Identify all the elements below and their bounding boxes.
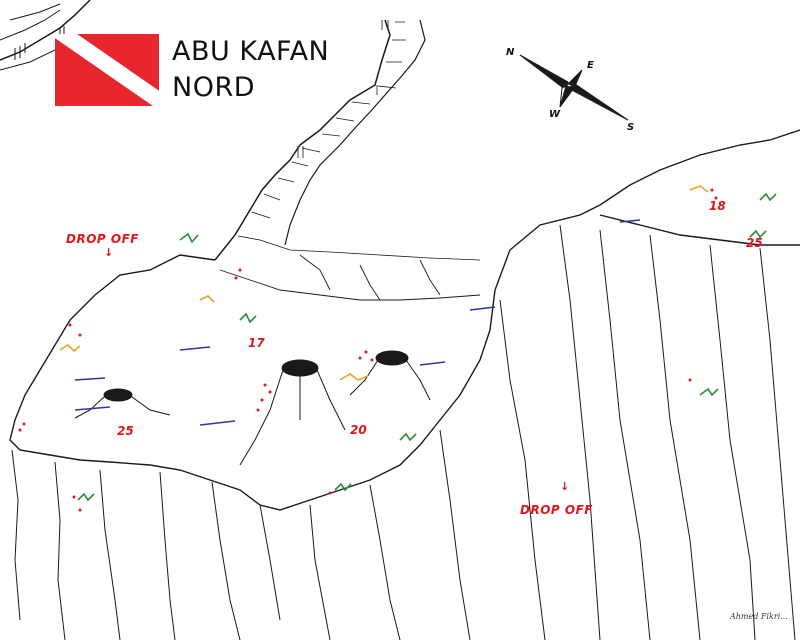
compass-south-label: S xyxy=(627,122,635,133)
marine-life-dots xyxy=(18,188,718,512)
depth-label-25-right: 25 xyxy=(746,236,763,250)
compass-rose-icon xyxy=(519,54,629,121)
reef-ridge-top-left xyxy=(0,0,91,71)
depth-label-18: 18 xyxy=(709,199,726,213)
drop-off-label-left: DROP OFF xyxy=(66,232,139,246)
site-title-line2: NORD xyxy=(172,72,255,103)
compass-east-label: E xyxy=(587,60,594,71)
plateau-left xyxy=(9,129,800,511)
dive-flag-stripe xyxy=(55,34,159,106)
drop-off-arrow-right-icon: ↓ xyxy=(560,480,570,493)
depth-label-17: 17 xyxy=(248,336,265,350)
pinnacles xyxy=(74,350,431,466)
reef-ridge-center xyxy=(214,19,426,261)
drop-off-arrow-left-icon: ↓ xyxy=(104,246,114,259)
depth-label-20: 20 xyxy=(350,423,367,437)
dive-flag-icon xyxy=(55,34,159,106)
depth-label-25-left: 25 xyxy=(117,424,134,438)
compass-west-label: W xyxy=(549,109,561,120)
site-title: ABU KAFAN NORD xyxy=(172,34,329,106)
coral-and-fish xyxy=(59,185,777,502)
drop-off-label-right: DROP OFF xyxy=(520,503,593,517)
reef-wall-drop xyxy=(11,224,796,640)
artist-signature: Ahmed Fikri... xyxy=(730,612,788,621)
compass-north-label: N xyxy=(506,47,515,58)
site-title-line1: ABU KAFAN xyxy=(172,36,330,67)
